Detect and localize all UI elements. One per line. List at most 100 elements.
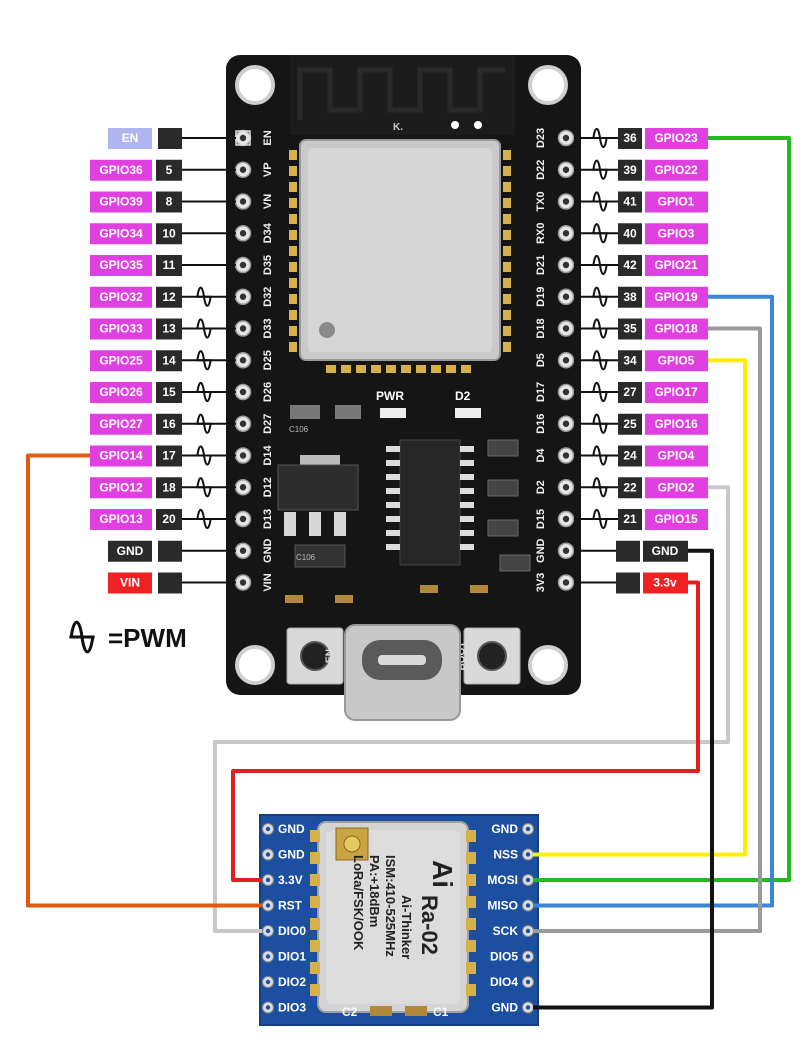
- pin-number: 15: [162, 385, 176, 399]
- module-pad: [503, 262, 511, 272]
- pin-number-box: [156, 382, 182, 403]
- module-pad: [503, 342, 511, 352]
- wire-rst: [26, 453, 262, 908]
- pin-name: GND: [117, 544, 144, 558]
- pin-name-box: [90, 318, 152, 340]
- pin-name-box: [645, 223, 708, 245]
- silk-left-label: D33: [262, 318, 274, 338]
- silk-c2: C2: [342, 1005, 358, 1019]
- chip-pin: [386, 530, 400, 536]
- pin-number-box: [156, 159, 182, 181]
- header-pin-hole: [562, 230, 570, 237]
- chip-pin: [386, 446, 400, 452]
- ipex-center: [343, 835, 361, 853]
- pin-name: GPIO17: [654, 385, 698, 399]
- header-pin-hole: [239, 198, 247, 205]
- module-pad: [466, 852, 476, 864]
- right-pin-gnd: GND: [574, 540, 688, 562]
- lora-pin-hole: [265, 903, 271, 908]
- pin-name-box: [643, 540, 688, 562]
- pin-name-box: [645, 445, 708, 467]
- pwm-wave-icon: [196, 445, 212, 466]
- silk-en-button: EN: [325, 649, 336, 663]
- silk-right-label: D4: [535, 448, 547, 463]
- wire-nss: [533, 358, 747, 857]
- pin-name: GPIO39: [99, 195, 143, 209]
- pin-name-box: [90, 223, 152, 245]
- lora-pin-hole: [265, 852, 271, 857]
- pin-name: GPIO35: [99, 258, 143, 272]
- pwm-wave-icon: [196, 350, 212, 371]
- smd-part: [487, 439, 519, 457]
- wire-mosi: [533, 136, 791, 882]
- pin-name-box: [90, 509, 152, 530]
- smd-part: [335, 405, 361, 419]
- pwm-legend: =PWM: [69, 620, 187, 654]
- pin-number: 40: [623, 226, 637, 240]
- pin-name-box: [90, 159, 152, 181]
- left-pin-en: EN: [108, 128, 236, 149]
- mounting-hole: [528, 65, 568, 105]
- header-pin-hole: [239, 420, 247, 427]
- chip-pin: [386, 516, 400, 522]
- silk-pwr: PWR: [376, 389, 404, 403]
- module-pad: [289, 150, 297, 160]
- header-pin-hole: [562, 515, 570, 523]
- pwm-wave-icon: [592, 254, 608, 276]
- pin-name: GPIO19: [654, 290, 698, 304]
- pin-name-box: [645, 318, 708, 340]
- pin-name: GPIO13: [99, 512, 143, 526]
- chip-pin: [386, 544, 400, 550]
- module-pad: [289, 310, 297, 320]
- chip-pin: [460, 530, 474, 536]
- right-pin-gpio17: 27 GPIO17: [574, 381, 708, 403]
- pin-number-box: [156, 255, 182, 276]
- module-pad: [466, 984, 476, 996]
- lora-pin-hole: [265, 877, 271, 883]
- pin-number: 18: [162, 480, 176, 494]
- module-pad: [289, 246, 297, 256]
- pin-number: 38: [623, 290, 637, 304]
- pwm-wave-icon: [196, 477, 212, 498]
- pin-number-box: [618, 286, 642, 308]
- smd-part: [335, 595, 353, 603]
- pin-name-box: [645, 255, 708, 276]
- regulator-leg: [334, 512, 346, 536]
- header-pin-hole: [239, 357, 247, 364]
- pin-number-box: [156, 509, 182, 530]
- pin-number-box: [618, 509, 642, 530]
- lora-right-pin-label: NSS: [493, 848, 518, 862]
- header-pin-hole: [239, 166, 247, 173]
- mounting-hole: [235, 65, 275, 105]
- header-pin-hole: [239, 325, 247, 332]
- wires: [26, 136, 791, 1010]
- pwm-wave-icon: [592, 413, 608, 434]
- chip-pin: [460, 516, 474, 522]
- lora-pin-hole: [525, 826, 531, 832]
- smd-part: [470, 585, 488, 593]
- ra02-chip-text: PA:+18dBm: [367, 855, 382, 927]
- header-pin-hole: [562, 388, 570, 396]
- silk-left-label: D26: [262, 382, 274, 402]
- pin-name-box: [90, 191, 152, 213]
- pin-number: 27: [623, 385, 637, 399]
- module-pad: [503, 182, 511, 192]
- pwm-wave-icon: [592, 477, 608, 498]
- pin-number-box: [618, 318, 642, 340]
- pin-number: 12: [162, 290, 176, 304]
- module-pad: [466, 940, 476, 952]
- pin-name-box: [108, 540, 152, 562]
- lora-left-pin-label: DIO0: [278, 924, 306, 938]
- chip-pin: [386, 460, 400, 466]
- lora-right-pin-label: MISO: [487, 899, 518, 913]
- pin-number-box: [156, 350, 182, 372]
- pin-name: GPIO23: [654, 131, 698, 145]
- header-pin-hole: [562, 484, 570, 491]
- silk-left-label: VIN: [262, 573, 274, 591]
- pin-number-box: [618, 191, 642, 213]
